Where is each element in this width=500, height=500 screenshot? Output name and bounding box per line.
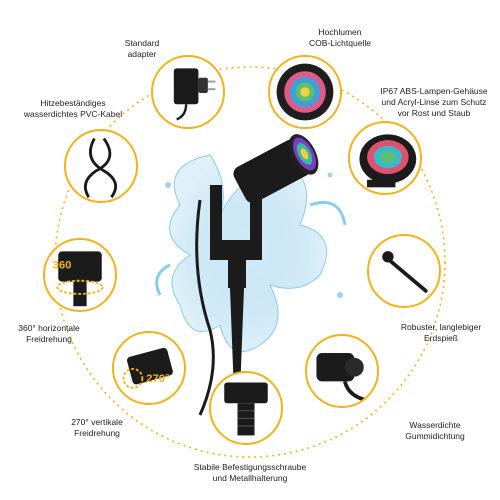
power-adapter-icon (173, 68, 216, 121)
label-spike: Robuster, langlebiger Erdspieß (400, 322, 482, 343)
rotate360-badge: 360 (53, 259, 72, 271)
mounting-screw-icon (224, 382, 268, 436)
ground-spike-icon (382, 251, 428, 293)
label-rotate360: 360° horizontale Freidrehung (18, 323, 80, 344)
rotate-270-icon: 270° (122, 347, 173, 389)
label-rotate270: 270° vertikale Freidrehung (71, 417, 123, 438)
bubble-spike (367, 234, 441, 308)
rotate270-badge: 270° (146, 373, 170, 385)
rotate-360-icon: 360 (53, 251, 104, 307)
lamp-housing-icon (359, 134, 417, 188)
bubble-seal (305, 334, 379, 408)
spotlight-product (195, 134, 319, 420)
label-cable: Hitzebeständiges wasserdichtes PVC-Kabel (23, 98, 123, 119)
label-housing: IP67 ABS-Lampen-Gehäuse und Acryl-Linse … (380, 86, 488, 118)
cob-led-icon (270, 57, 340, 127)
bubble-cob (268, 55, 342, 129)
bubble-rotate270: 270° (112, 331, 186, 405)
label-screw: Stabile Befestigungsschraube und Metallh… (193, 462, 307, 483)
bubble-screw (209, 371, 283, 445)
bubble-cable (64, 129, 138, 203)
bubble-adapter (151, 55, 225, 129)
label-cob: Hochlumen COB-Lichtquelle (309, 27, 371, 48)
bubble-housing (348, 121, 422, 195)
label-adapter: Standard adapter (124, 38, 160, 59)
label-seal: Wasserdichte Gummidichtung (405, 420, 465, 441)
bubble-rotate360: 360 (43, 238, 117, 312)
rubber-seal-icon (316, 353, 368, 403)
cable-icon (83, 137, 118, 199)
